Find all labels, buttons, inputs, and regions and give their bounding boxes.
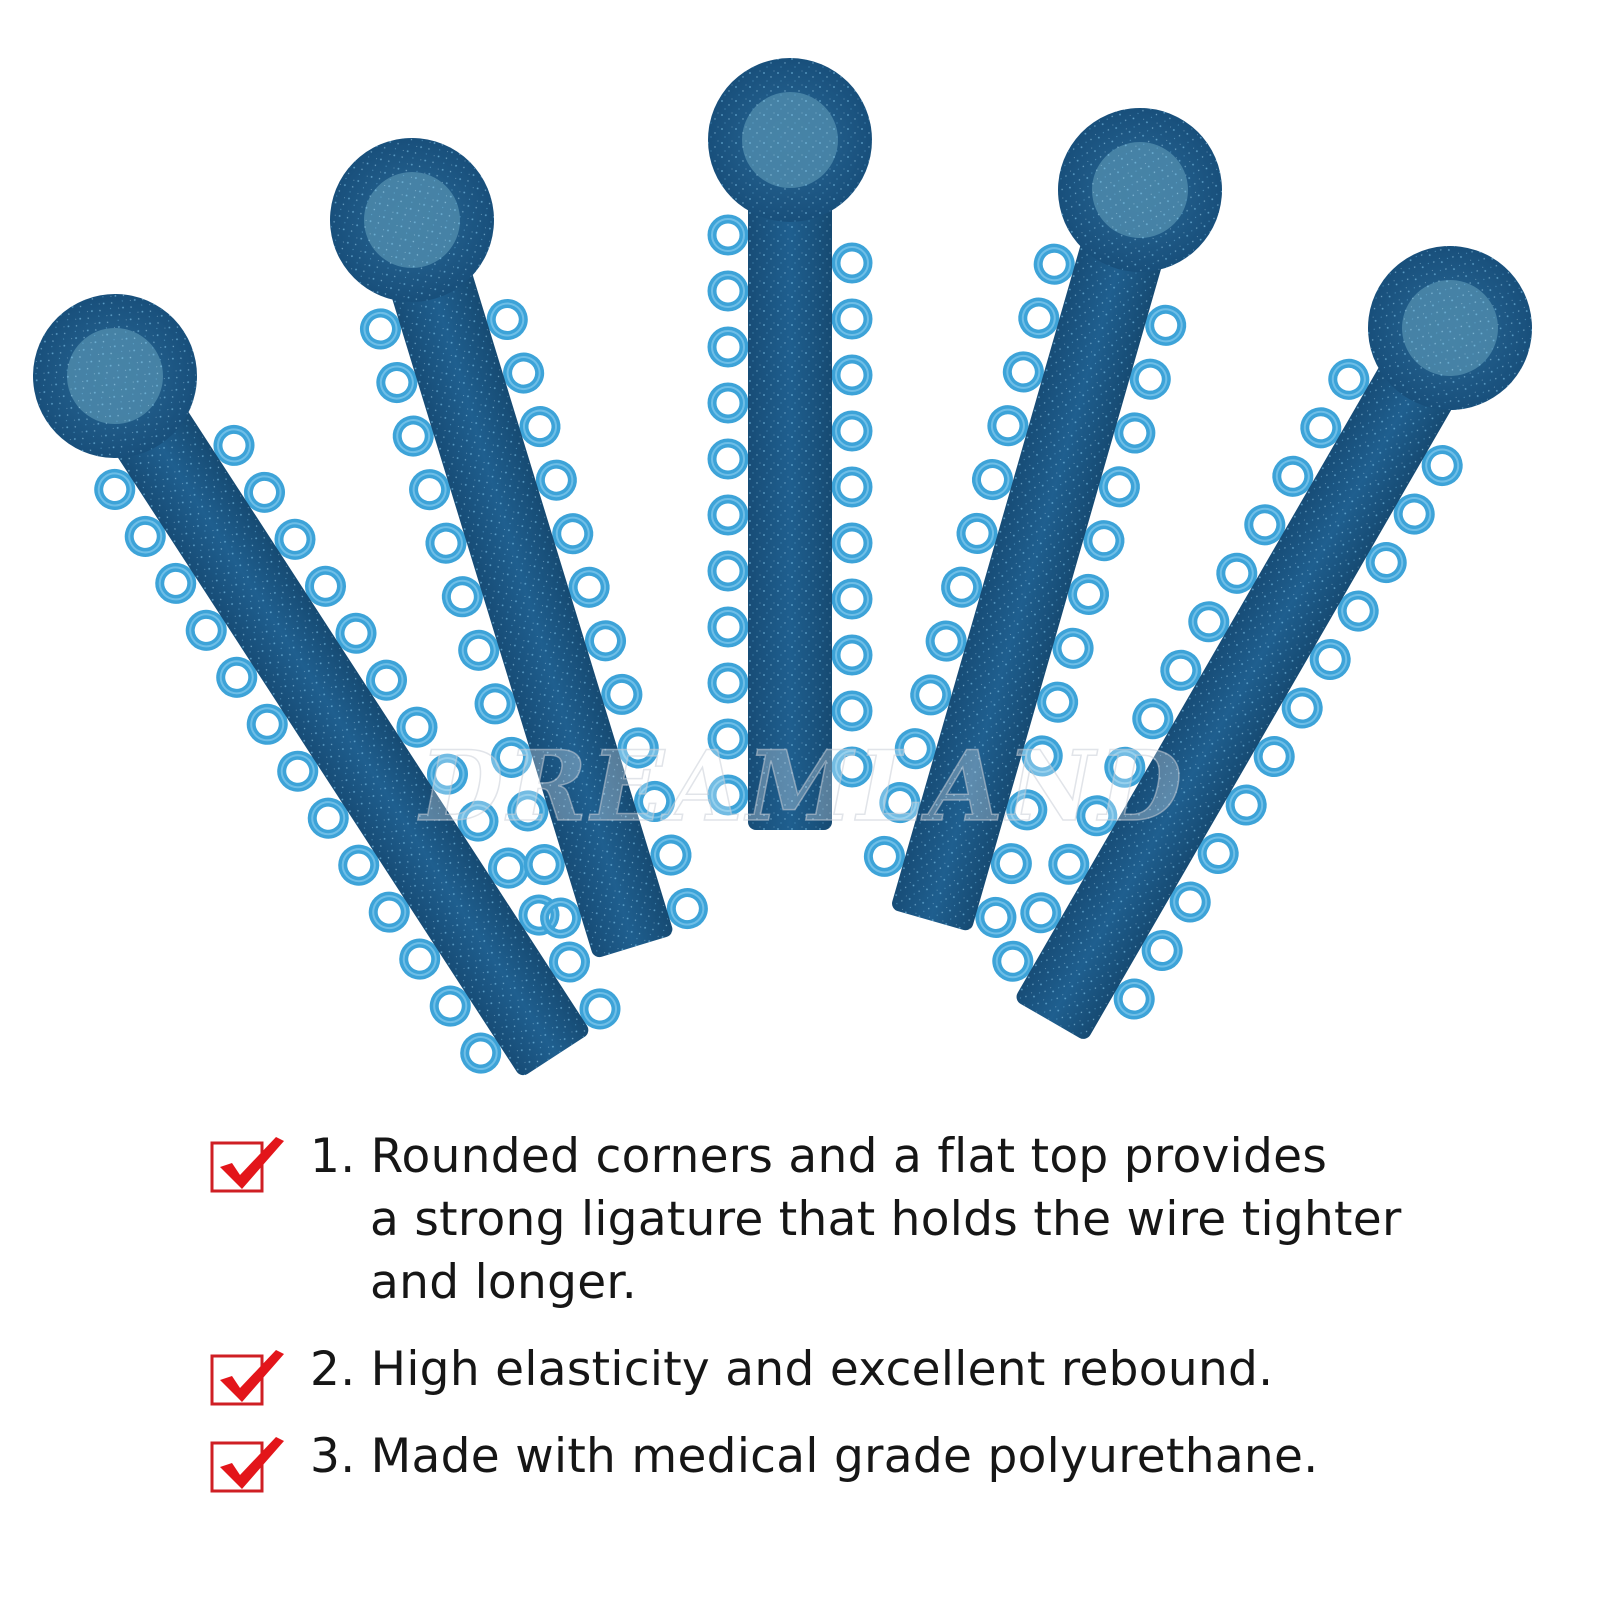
ligature-stick-4 bbox=[863, 108, 1222, 938]
elastic-ring bbox=[601, 673, 643, 715]
elastic-ring bbox=[490, 736, 532, 778]
elastic-ring bbox=[1052, 627, 1094, 669]
elastic-ring bbox=[540, 897, 582, 939]
elastic-ring bbox=[617, 727, 659, 769]
elastic-ring bbox=[523, 844, 565, 886]
elastic-ring bbox=[666, 888, 708, 930]
elastic-ring bbox=[584, 620, 626, 662]
elastic-ring bbox=[1021, 735, 1063, 777]
ligature-stick-3 bbox=[707, 58, 873, 830]
elastic-ring bbox=[925, 620, 967, 662]
feature-item-2: 2. High elasticity and excellent rebound… bbox=[210, 1338, 1510, 1406]
elastic-ring bbox=[507, 790, 549, 832]
elastic-ring bbox=[425, 522, 467, 564]
elastic-ring bbox=[634, 780, 676, 822]
feature-text-3: 3. Made with medical grade polyurethane. bbox=[310, 1425, 1510, 1488]
elastic-ring bbox=[409, 469, 451, 511]
feature-3-line-1: 3. Made with medical grade polyurethane. bbox=[310, 1429, 1319, 1484]
elastic-ring bbox=[941, 566, 983, 608]
elastic-ring bbox=[376, 362, 418, 404]
elastic-ring bbox=[879, 782, 921, 824]
elastic-ring bbox=[1068, 573, 1110, 615]
feature-1-line-1: 1. Rounded corners and a flat top provid… bbox=[310, 1129, 1328, 1184]
feature-1-line-2: a strong ligature that holds the wire ti… bbox=[370, 1192, 1402, 1247]
elastic-ring bbox=[1083, 520, 1125, 562]
elastic-ring bbox=[863, 835, 905, 877]
elastic-ring bbox=[519, 406, 561, 448]
ligature-stick-2 bbox=[330, 138, 708, 958]
red-checkmark-icon bbox=[210, 1437, 284, 1493]
feature-text-2: 2. High elasticity and excellent rebound… bbox=[310, 1338, 1510, 1401]
elastic-ring bbox=[956, 512, 998, 554]
elastic-ring bbox=[987, 405, 1029, 447]
elastic-ring bbox=[486, 298, 528, 340]
elastic-ring bbox=[1114, 412, 1156, 454]
elastic-ring bbox=[894, 728, 936, 770]
elastic-ring bbox=[441, 576, 483, 618]
elastic-ring bbox=[474, 683, 516, 725]
elastic-ring bbox=[1129, 358, 1171, 400]
feature-text-1: 1. Rounded corners and a flat top provid… bbox=[310, 1125, 1510, 1314]
elastic-ring bbox=[458, 629, 500, 671]
elastic-ring bbox=[535, 459, 577, 501]
feature-item-3: 3. Made with medical grade polyurethane. bbox=[210, 1425, 1510, 1493]
elastic-ring bbox=[1145, 304, 1187, 346]
product-photo bbox=[32, 58, 1532, 1076]
elastic-ring bbox=[1098, 466, 1140, 508]
elastic-ring bbox=[1006, 789, 1048, 831]
elastic-ring bbox=[910, 674, 952, 716]
ligature-stick-1 bbox=[32, 294, 621, 1076]
elastic-ring bbox=[990, 843, 1032, 885]
red-checkmark-icon bbox=[210, 1137, 284, 1193]
feature-item-1: 1. Rounded corners and a flat top provid… bbox=[210, 1125, 1510, 1314]
elastic-ring bbox=[503, 352, 545, 394]
elastic-ring bbox=[1018, 297, 1060, 339]
feature-1-line-3: and longer. bbox=[370, 1255, 637, 1310]
feature-list: 1. Rounded corners and a flat top provid… bbox=[210, 1125, 1510, 1493]
elastic-ring bbox=[1002, 351, 1044, 393]
elastic-ring bbox=[971, 459, 1013, 501]
elastic-ring bbox=[568, 566, 610, 608]
elastic-ring bbox=[359, 308, 401, 350]
elastic-ring bbox=[552, 513, 594, 555]
feature-2-line-1: 2. High elasticity and excellent rebound… bbox=[310, 1342, 1274, 1397]
elastic-ring bbox=[1037, 681, 1079, 723]
elastic-ring bbox=[975, 896, 1017, 938]
red-checkmark-icon bbox=[210, 1350, 284, 1406]
elastic-ring bbox=[1033, 243, 1075, 285]
ligature-stick-5 bbox=[992, 246, 1532, 1039]
elastic-ring bbox=[392, 415, 434, 457]
elastic-ring bbox=[650, 834, 692, 876]
